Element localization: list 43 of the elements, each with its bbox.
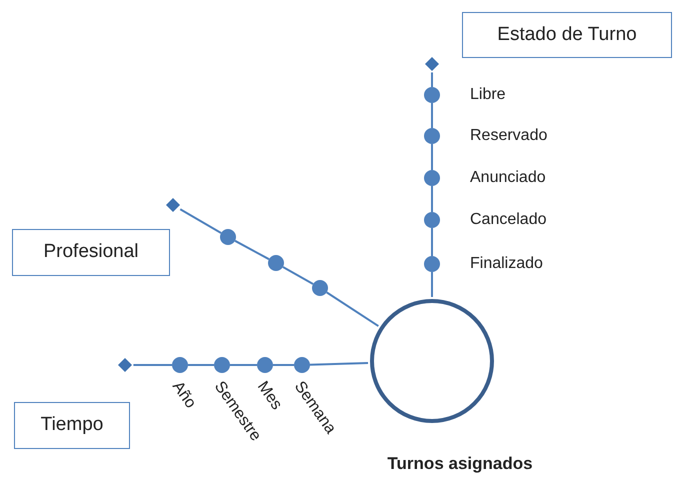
dimension-title: Profesional xyxy=(43,241,139,263)
connector-line xyxy=(180,208,222,234)
endpoint-diamond xyxy=(425,57,439,71)
connector-line xyxy=(310,362,368,366)
dimension-box xyxy=(14,402,130,448)
level-dot xyxy=(257,357,273,373)
connector-line xyxy=(431,72,433,87)
level-dot xyxy=(294,357,310,373)
level-dot xyxy=(424,212,440,228)
level-dot xyxy=(424,170,440,186)
connector-line xyxy=(273,364,294,366)
connector-line xyxy=(431,103,433,128)
level-dot xyxy=(220,229,236,245)
dimension-box xyxy=(462,12,672,58)
level-dot xyxy=(424,128,440,144)
level-dot xyxy=(172,357,188,373)
connector-line xyxy=(282,266,314,285)
connector-line xyxy=(188,364,214,366)
dimension-title: Estado de Turno xyxy=(497,24,637,46)
fact-title: Turnos asignados xyxy=(387,455,533,472)
connector-line xyxy=(234,240,270,260)
connector-line xyxy=(431,186,433,212)
level-dot xyxy=(424,256,440,272)
level-dot xyxy=(214,357,230,373)
endpoint-diamond xyxy=(166,198,180,212)
level-label: Libre xyxy=(470,87,506,103)
connector-line xyxy=(326,292,379,327)
connector-line xyxy=(431,272,433,297)
endpoint-diamond xyxy=(118,358,132,372)
dimension-box xyxy=(12,228,170,276)
level-label: Año xyxy=(168,379,198,412)
connector-line xyxy=(133,364,172,366)
level-label: Cancelado xyxy=(470,212,546,228)
dimension-title: Tiempo xyxy=(40,414,104,436)
level-dot xyxy=(424,87,440,103)
level-label: Reservado xyxy=(470,128,548,144)
connector-line xyxy=(230,364,257,366)
level-dot xyxy=(312,280,328,296)
level-label: Finalizado xyxy=(470,256,543,272)
connector-line xyxy=(431,144,433,170)
connector-line xyxy=(431,228,433,256)
level-dot xyxy=(268,255,284,271)
level-label: Anunciado xyxy=(470,170,546,186)
